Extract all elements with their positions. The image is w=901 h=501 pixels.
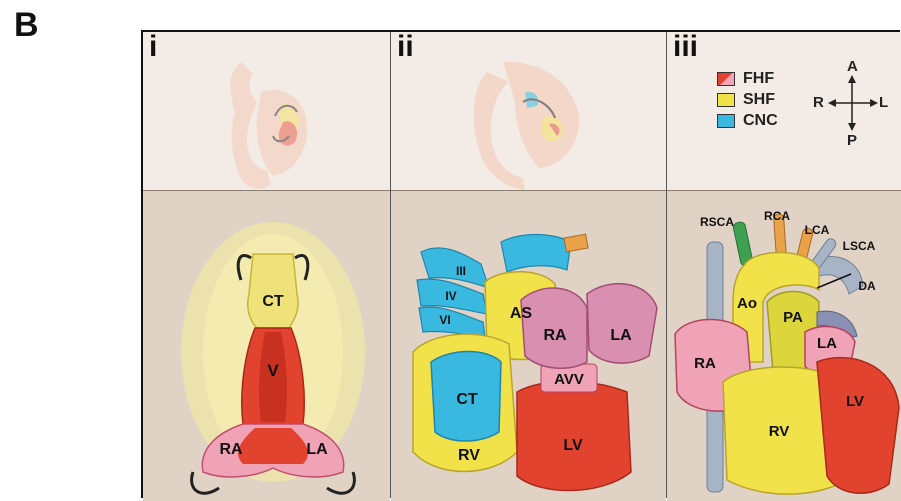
panel-i-drawing: CT V RA LA <box>143 32 390 500</box>
la-ii <box>587 284 657 363</box>
label-ra-i: RA <box>219 441 243 458</box>
label-rsca: RSCA <box>700 215 734 229</box>
label-la-i: LA <box>306 441 328 458</box>
label-ct-ii: CT <box>456 391 478 408</box>
label-iv: IV <box>445 289 456 303</box>
lv-iii <box>817 358 899 494</box>
label-ct-i: CT <box>262 293 284 310</box>
label-la-iii: LA <box>817 335 837 352</box>
label-lv-iii: LV <box>846 393 864 410</box>
panel-ii-drawing: III IV VI AS RA LA CT AVV RV LV <box>391 32 667 500</box>
heart-development-figure: i <box>141 30 900 498</box>
label-lsca: LSCA <box>843 239 876 253</box>
label-rv-iii: RV <box>769 423 790 440</box>
column-iii: iii FHF SHF CNC <box>666 32 901 498</box>
label-ra-ii: RA <box>543 327 567 344</box>
ct-outflow-i <box>248 254 298 328</box>
label-vi: VI <box>439 313 450 327</box>
column-ii: ii <box>390 32 666 498</box>
label-pa: PA <box>783 309 803 326</box>
label-ra-iii: RA <box>694 355 716 372</box>
label-rca: RCA <box>764 209 790 223</box>
label-v-i: V <box>267 361 279 380</box>
embryo-i <box>230 62 307 189</box>
embryo-ii <box>474 62 579 190</box>
panel-letter: B <box>14 6 39 45</box>
label-ao: Ao <box>737 295 757 312</box>
label-avv: AVV <box>554 371 584 388</box>
column-i: i <box>143 32 390 498</box>
panel-iii-drawing: RSCA RCA LCA LSCA DA Ao PA RA LA RV LV <box>667 32 901 500</box>
label-lv-ii: LV <box>563 437 583 454</box>
label-la-ii: LA <box>610 327 632 344</box>
label-as: AS <box>510 305 533 322</box>
label-lca: LCA <box>805 223 830 237</box>
label-da: DA <box>858 279 876 293</box>
label-iii: III <box>456 264 466 278</box>
label-rv-ii: RV <box>458 447 480 464</box>
